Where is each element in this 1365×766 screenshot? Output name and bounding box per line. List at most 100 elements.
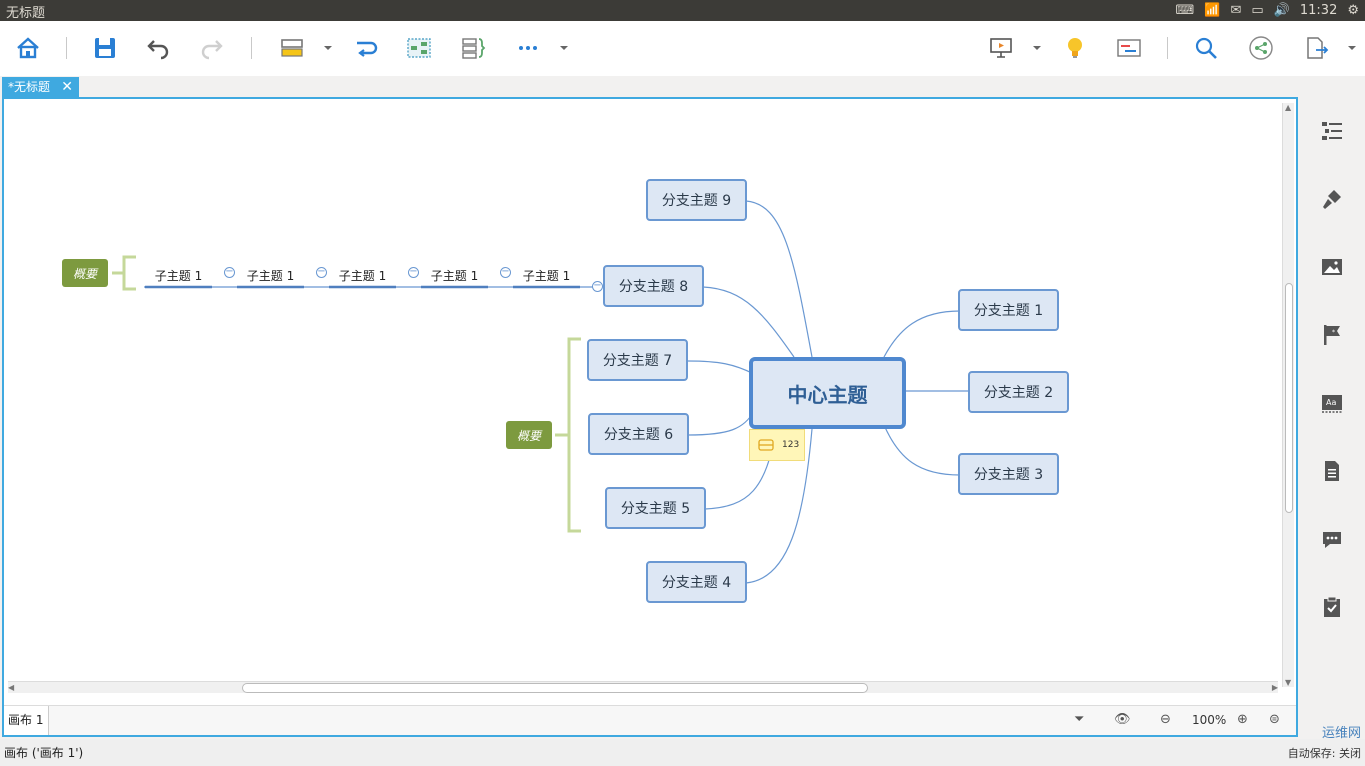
- collapse-icon[interactable]: −: [408, 266, 419, 278]
- insert-topic-icon: [281, 39, 303, 57]
- subtopic-node[interactable]: 子主题 1: [154, 269, 203, 283]
- boundary-icon: [407, 38, 431, 58]
- marker-button[interactable]: *: [1318, 321, 1346, 349]
- zoom-menu-icon[interactable]: ⊜: [1269, 712, 1280, 727]
- chevron-down-icon[interactable]: [559, 43, 569, 53]
- collapse-icon[interactable]: −: [592, 280, 603, 292]
- note-marker[interactable]: 123: [749, 429, 805, 461]
- save-button[interactable]: [90, 33, 120, 63]
- outline-button[interactable]: [1318, 117, 1346, 145]
- branch-topic-9[interactable]: 分支主题 9: [646, 179, 747, 221]
- summary-bracket-top: [122, 255, 136, 291]
- branch-topic-7[interactable]: 分支主题 7: [587, 339, 688, 381]
- canvas-bottom-bar: 画布 1 ⏷ 👁 ⊖ 100% ⊕ ⊜: [4, 705, 1296, 735]
- tab-untitled[interactable]: *无标题 ✕: [2, 77, 79, 98]
- toolbar-separator: [251, 37, 252, 59]
- undo-button[interactable]: [143, 33, 173, 63]
- chevron-down-icon[interactable]: [323, 43, 333, 53]
- brainstorm-button[interactable]: [1060, 33, 1090, 63]
- status-bar: 画布 ('画布 1') 自动保存: 关闭: [0, 739, 1365, 766]
- branch-topic-4[interactable]: 分支主题 4: [646, 561, 747, 603]
- eye-icon[interactable]: 👁: [1114, 712, 1131, 727]
- sheet-tab[interactable]: 画布 1: [4, 706, 49, 735]
- scroll-left-icon[interactable]: ◀: [8, 683, 15, 692]
- search-button[interactable]: [1191, 33, 1221, 63]
- presentation-icon: [990, 38, 1012, 58]
- clock[interactable]: 11:32: [1299, 3, 1338, 18]
- outline-icon: [1322, 122, 1342, 140]
- relationship-button[interactable]: [351, 33, 381, 63]
- note-text: 123: [782, 440, 800, 450]
- autosave-status[interactable]: 自动保存: 关闭: [1287, 747, 1361, 760]
- collapse-icon[interactable]: −: [224, 266, 235, 278]
- home-button[interactable]: [13, 33, 43, 63]
- volume-icon[interactable]: 🔊: [1273, 3, 1290, 18]
- chevron-down-icon[interactable]: [1347, 43, 1357, 53]
- subtopic-node[interactable]: 子主题 1: [338, 269, 387, 283]
- share-icon: [1249, 36, 1273, 60]
- chevron-down-icon[interactable]: [1032, 43, 1042, 53]
- document-tab-bar: *无标题 ✕: [0, 76, 1365, 98]
- subtopic-node[interactable]: 子主题 1: [522, 269, 571, 283]
- horizontal-scroll-thumb[interactable]: [242, 683, 868, 693]
- mail-icon[interactable]: ✉: [1230, 3, 1242, 18]
- notes-button[interactable]: [1318, 457, 1346, 485]
- connector-branch-4: [745, 428, 813, 584]
- redo-icon: [201, 40, 223, 60]
- scroll-up-icon[interactable]: ▲: [1285, 103, 1292, 112]
- presentation-button[interactable]: [986, 33, 1016, 63]
- gantt-icon: [1117, 39, 1141, 57]
- summary-icon: [462, 38, 486, 59]
- watermark-logo: 运维网: [1321, 726, 1361, 741]
- wifi-icon[interactable]: 📶: [1204, 3, 1221, 18]
- subtopic-node[interactable]: 子主题 1: [246, 269, 295, 283]
- paintbrush-icon: [1323, 190, 1341, 209]
- note-icon: [758, 439, 774, 451]
- central-topic[interactable]: 中心主题: [749, 357, 906, 429]
- keyboard-icon[interactable]: ⌨: [1175, 3, 1195, 18]
- flag-icon: *: [1324, 325, 1340, 345]
- svg-text:Aa: Aa: [1326, 398, 1336, 407]
- branch-topic-5[interactable]: 分支主题 5: [605, 487, 706, 529]
- branch-topic-6[interactable]: 分支主题 6: [588, 413, 689, 455]
- text-style-button[interactable]: Aa: [1318, 389, 1346, 417]
- save-icon: [95, 38, 115, 58]
- collapse-icon[interactable]: −: [316, 266, 327, 278]
- branch-topic-1[interactable]: 分支主题 1: [958, 289, 1059, 331]
- gear-icon[interactable]: ⚙: [1347, 3, 1359, 18]
- gantt-button[interactable]: [1114, 33, 1144, 63]
- format-button[interactable]: [1318, 185, 1346, 213]
- scroll-down-icon[interactable]: ▼: [1285, 678, 1292, 687]
- scroll-right-icon[interactable]: ▶: [1271, 683, 1278, 692]
- summary-button[interactable]: [458, 33, 488, 63]
- branch-topic-8[interactable]: 分支主题 8: [603, 265, 704, 307]
- insert-topic-button[interactable]: [277, 33, 307, 63]
- battery-icon[interactable]: ▭: [1251, 3, 1264, 18]
- collapse-icon[interactable]: −: [500, 266, 511, 278]
- image-button[interactable]: [1318, 253, 1346, 281]
- more-icon: [519, 46, 537, 50]
- export-button[interactable]: [1301, 33, 1331, 63]
- connector-branch-6: [687, 410, 755, 436]
- summary-node[interactable]: 概要: [62, 259, 108, 287]
- mind-map-canvas[interactable]: 概要 概要 子主题 1 子主题 1 子主题 1 子主题 1 子主题 1 − − …: [2, 97, 1298, 737]
- task-button[interactable]: [1318, 593, 1346, 621]
- filter-icon[interactable]: ⏷: [1074, 712, 1085, 727]
- redo-button[interactable]: [197, 33, 227, 63]
- zoom-out-icon[interactable]: ⊖: [1160, 712, 1171, 727]
- zoom-in-icon[interactable]: ⊕: [1237, 712, 1248, 727]
- comments-button[interactable]: [1318, 525, 1346, 553]
- share-button[interactable]: [1246, 33, 1276, 63]
- subtopic-node[interactable]: 子主题 1: [430, 269, 479, 283]
- more-button[interactable]: [513, 33, 543, 63]
- vertical-scrollbar[interactable]: ▲ ▼: [1282, 103, 1294, 687]
- vertical-scroll-thumb[interactable]: [1285, 283, 1293, 513]
- summary-node[interactable]: 概要: [506, 421, 552, 449]
- connector-branch-1: [883, 310, 961, 358]
- connector-branch-9: [745, 200, 813, 358]
- branch-topic-3[interactable]: 分支主题 3: [958, 453, 1059, 495]
- close-icon[interactable]: ✕: [61, 79, 73, 95]
- branch-topic-2[interactable]: 分支主题 2: [968, 371, 1069, 413]
- boundary-button[interactable]: [404, 33, 434, 63]
- horizontal-scrollbar[interactable]: ◀ ▶: [8, 681, 1278, 693]
